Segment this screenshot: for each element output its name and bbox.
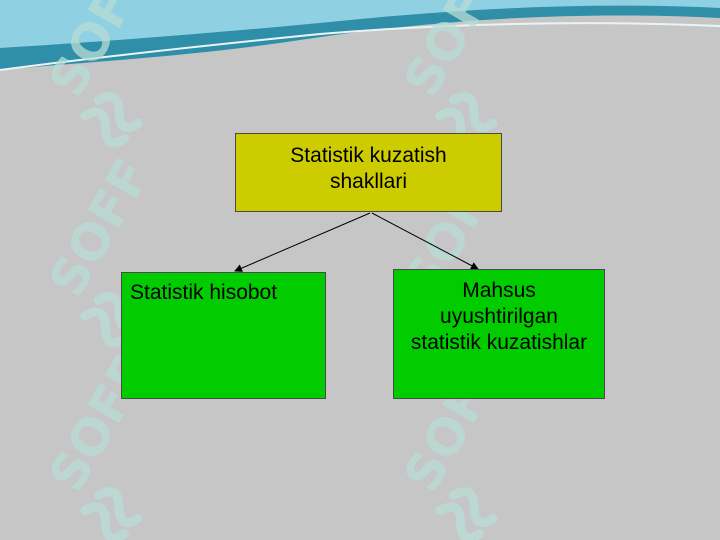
child-node-label: Mahsus uyushtirilgan statistik kuzatishl… [410,279,588,354]
header-wave [0,0,720,71]
child-node-label: Statistik hisobot [130,281,278,304]
root-node: Statistik kuzatish shakllari [235,133,502,212]
arrow-to-left-box [234,212,371,272]
soff-logo-icon [80,487,143,540]
soff-logo-icon [435,487,498,540]
child-node-special-observations: Mahsus uyushtirilgan statistik kuzatishl… [393,269,605,399]
child-node-statistical-report: Statistik hisobot [121,272,326,399]
soff-logo-icon [80,92,143,148]
root-node-label: Statistik kuzatish shakllari [290,144,447,193]
arrow-to-right-box [371,212,479,270]
